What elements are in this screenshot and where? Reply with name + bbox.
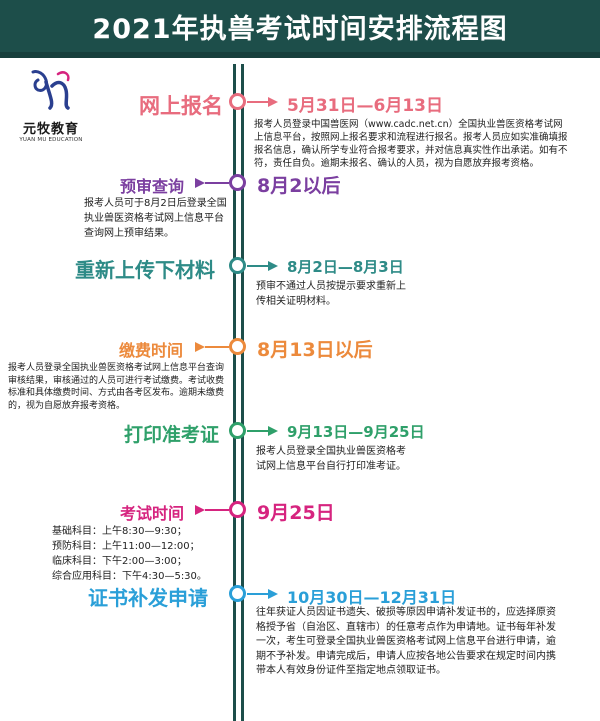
- exam-schedule-line: 综合应用科目：下午4:30—5:30。: [52, 571, 207, 582]
- stage-5-node: [229, 422, 246, 439]
- yuanmu-logo-icon: [31, 70, 70, 110]
- header-banner: 2021年执兽考试时间安排流程图: [0, 0, 600, 58]
- logo-name: 元牧教育: [22, 122, 79, 137]
- stage-2-connector: [205, 182, 229, 184]
- stage-7-connector: [247, 593, 269, 595]
- exam-schedule-line: 临床科目：下午2:00—3:00；: [52, 556, 187, 567]
- stage-3-date: 8月2日—8月3日: [287, 258, 404, 276]
- stage-7-date: 10月30日—12月31日: [287, 588, 457, 607]
- page-title: 2021年执兽考试时间安排流程图: [92, 13, 508, 45]
- stage-3-connector: [247, 265, 269, 267]
- stage-4-date: 8月13日以后: [257, 339, 373, 361]
- stage-1-node: [229, 93, 246, 110]
- stage-2-description: 报考人员可于8月2日后登录全国执业兽医资格考试网上信息平台查询网上预审结果。: [84, 198, 227, 239]
- stage-4-description: 报考人员登录全国执业兽医资格考试网上信息平台查询审核结果，审核通过的人员可进行考…: [8, 363, 225, 411]
- timeline-rail-right: [241, 64, 244, 721]
- stage-7-title: 证书补发申请: [88, 586, 208, 610]
- stage-6-node: [229, 501, 246, 518]
- stage-1-description: 报考人员登录中国兽医网（www.cadc.net.cn）全国执业兽医资格考试网上…: [254, 119, 568, 169]
- stage-2-node: [229, 174, 246, 191]
- stage-3-title: 重新上传下材料: [75, 258, 215, 282]
- stage-5-date: 9月13日—9月25日: [287, 423, 425, 441]
- stage-1-date: 5月31日—6月13日: [287, 96, 443, 116]
- stage-3-arrow: [268, 261, 278, 271]
- stage-3-description: 预审不通过人员按提示要求重新上传相关证明材料。: [256, 281, 406, 307]
- stage-4-arrow: [195, 342, 205, 352]
- exam-schedule-line: 基础科目：上午8:30—9:30；: [52, 526, 187, 537]
- stage-2-arrow: [195, 178, 205, 188]
- logo: 元牧教育 YUAN MU EDUCATION: [18, 66, 84, 152]
- exam-schedule-line: 预防科目：上午11:00—12:00；: [52, 541, 200, 552]
- stage-5-arrow: [268, 426, 278, 436]
- logo-subtitle: YUAN MU EDUCATION: [19, 137, 83, 143]
- stage-6-date: 9月25日: [257, 502, 335, 524]
- stage-1-connector: [247, 101, 269, 103]
- stage-4-node: [229, 338, 246, 355]
- stage-7-node: [229, 585, 246, 602]
- stage-3-node: [229, 257, 246, 274]
- stage-5-title: 打印准考证: [124, 424, 220, 446]
- stage-1-arrow: [268, 97, 278, 107]
- stage-7-description: 往年获证人员因证书遗失、破损等原因申请补发证书的，应选择原资格授予省（自治区、直…: [256, 607, 556, 676]
- stage-4-connector: [205, 346, 229, 348]
- stage-5-connector: [247, 430, 269, 432]
- stage-6-title: 考试时间: [120, 504, 185, 523]
- stage-4-title: 缴费时间: [119, 341, 184, 360]
- stage-6-connector: [205, 509, 229, 511]
- stage-6-arrow: [195, 505, 205, 515]
- stage-7-arrow: [268, 589, 278, 599]
- stage-1-title: 网上报名: [139, 94, 223, 118]
- stage-2-date: 8月2以后: [257, 175, 341, 197]
- stage-5-description: 报考人员登录全国执业兽医资格考试网上信息平台自行打印准考证。: [256, 446, 406, 472]
- timeline-rail-left: [233, 64, 236, 721]
- stage-2-title: 预审查询: [120, 177, 185, 196]
